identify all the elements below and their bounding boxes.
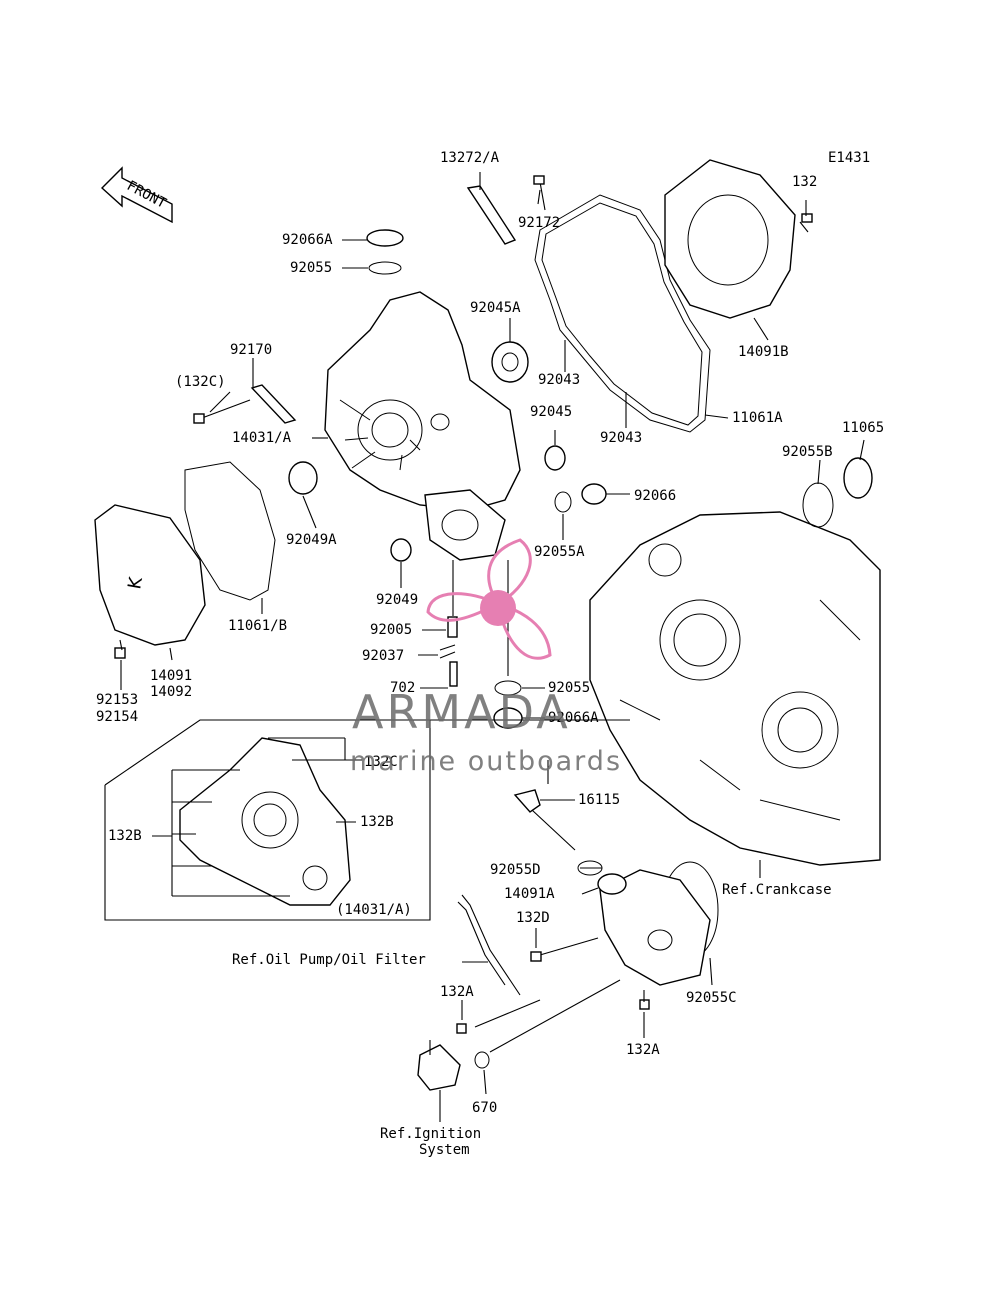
label-ref-ignition-2: System [419,1142,470,1158]
label-92153: 92153 [96,692,138,708]
label-11061a: 11061A [732,410,783,426]
label-132b-left: 132B [108,828,142,844]
label-92055-top: 92055 [290,260,332,276]
label-ref-crankcase: Ref.Crankcase [722,882,832,898]
label-132d: 132D [516,910,550,926]
label-92055c: 92055C [686,990,737,1006]
bracket-13272a-icon [466,185,517,245]
label-92170: 92170 [230,342,272,358]
seal-11065-icon [843,457,873,499]
label-14031a: 14031/A [232,430,292,446]
oring-670-icon [474,1051,490,1069]
label-132a-left: 132A [440,984,474,1000]
label-92066a-top: 92066A [282,232,333,248]
strap-92170-icon [250,384,297,424]
plug-92066-icon [581,483,607,505]
bearing-92045-icon [544,445,566,471]
cover-14091b-part [664,159,796,319]
label-670: 670 [472,1100,497,1116]
clip-92037-icon [439,644,456,659]
label-92172: 92172 [518,215,560,231]
label-14031a-paren: (14031/A) [336,902,412,918]
label-92043-b: 92043 [600,430,642,446]
shaft-702-icon [449,661,458,687]
oring-92055-icon [368,261,402,275]
label-132-top: 132 [792,174,817,190]
label-92037: 92037 [362,648,404,664]
label-14091a: 14091A [504,886,555,902]
label-92005: 92005 [370,622,412,638]
pin-92005-icon [447,616,458,638]
watermark-brand: ARMADA [352,685,571,739]
label-ref-ignition-1: Ref.Ignition [380,1126,481,1142]
pump-cover-part [597,869,711,986]
label-132a-right: 132A [626,1042,660,1058]
seal-92049a-icon [288,461,318,495]
label-92055d: 92055D [490,862,541,878]
plug-92066a-icon [366,229,404,247]
bolt-132d-icon [539,937,599,956]
diagram-code: E1431 [828,150,870,166]
label-92055-mid: 92055 [548,680,590,696]
bolt-132c-icon [201,399,251,419]
label-14092: 14092 [150,684,192,700]
label-92045: 92045 [530,404,572,420]
gasket-11061b-part [184,461,276,601]
oring-92055b-icon [802,482,834,528]
front-arrow-icon: FRONT [100,166,173,224]
oring-92055a-icon [554,491,572,513]
label-92066: 92066 [634,488,676,504]
label-92045a: 92045A [470,300,521,316]
bolt-132-icon [799,221,809,233]
label-ref-oil-pump: Ref.Oil Pump/Oil Filter [232,952,426,968]
label-132b-right: 132B [360,814,394,830]
watermark-tagline: marine outboards [350,746,622,777]
propeller-logo-icon [426,538,552,660]
bearing-92045a-icon [491,341,529,383]
label-92066a-mid: 92066A [548,710,599,726]
bolt-132a-left-icon [456,1023,467,1034]
dipstick-part [513,789,576,851]
seal-92049-icon [390,538,412,562]
label-132c-paren: (132C) [175,374,226,390]
label-92049a: 92049A [286,532,337,548]
label-92055a: 92055A [534,544,585,560]
gasket-11061a-part [534,194,711,433]
label-92055b: 92055B [782,444,833,460]
bolts [114,175,813,1034]
kawasaki-logo-icon: K [124,574,147,590]
generator-cover-part: K [94,504,206,646]
inset-detail-box [104,719,630,921]
label-13272a: 13272/A [440,150,500,166]
label-14091b: 14091B [738,344,789,360]
bolt-92153-icon [114,647,126,659]
part-labels: 13272/A 92172 132 92066A 92055 92045A 14… [96,150,884,1158]
oring-92055-mid-icon [494,680,522,696]
label-132c-inset: 132C [364,754,398,770]
label-14091: 14091 [150,668,192,684]
label-16115: 16115 [578,792,620,808]
label-11061b: 11061/B [228,618,287,634]
label-92049: 92049 [376,592,418,608]
oil-pipe-and-sensor [417,894,521,1091]
armada-watermark: ARMADA marine outboards [350,538,622,777]
label-11065: 11065 [842,420,884,436]
label-92154: 92154 [96,709,138,725]
label-702: 702 [390,680,415,696]
bolt-92172-icon [539,181,546,211]
label-92043-a: 92043 [538,372,580,388]
clutch-cover-part [324,291,521,561]
crankcase-part [589,511,881,866]
strips [250,185,517,424]
leader-lines [120,172,865,1122]
